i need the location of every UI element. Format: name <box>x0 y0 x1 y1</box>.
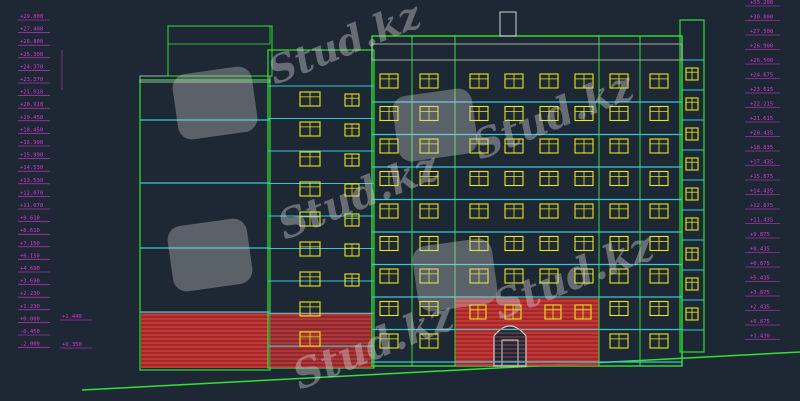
elevation-label: +9.610 <box>20 216 40 222</box>
elevation-label: +24.370 <box>20 64 43 70</box>
windows-group <box>299 67 699 349</box>
elevation-label: +11.070 <box>20 203 43 209</box>
elevation-label: +8.610 <box>20 228 40 234</box>
elevation-label: +23.615 <box>750 87 773 93</box>
main-tower-cornice <box>371 43 683 61</box>
watermark-text: Stud.kz <box>262 0 429 93</box>
left-block-outline <box>139 79 271 371</box>
elevation-label: +3.690 <box>20 279 40 285</box>
elevation-label: +14.530 <box>20 165 43 171</box>
elevation-label: +1.230 <box>20 304 40 310</box>
elevation-label: +26.800 <box>20 39 43 45</box>
elevation-label: +0.350 <box>62 342 82 348</box>
elevation-label: +6.875 <box>750 261 770 267</box>
left-tower-brick <box>270 312 372 368</box>
left-roof-structure <box>167 25 273 77</box>
elevation-label: +13.530 <box>20 178 43 184</box>
elevation-label: +14.435 <box>750 189 773 195</box>
right-block-outline <box>679 19 705 353</box>
left-tower <box>267 49 375 369</box>
elevation-label: +5.435 <box>750 276 770 282</box>
watermark-logo <box>167 66 498 312</box>
elevation-label: +30.800 <box>750 15 773 21</box>
elevation-label: +11.435 <box>750 218 773 224</box>
elevation-label: +21.615 <box>750 116 773 122</box>
elevation-label: +27.500 <box>750 29 773 35</box>
elevation-label: +9.875 <box>750 232 770 238</box>
elevation-label: +1.430 <box>750 334 770 340</box>
left-brick-base <box>141 312 269 368</box>
left-roof-box <box>167 25 271 45</box>
elevation-label: +12.875 <box>750 203 773 209</box>
left-elevation-marks: +29.800 +27.400 +26.800 +25.300 +24.370 +23.3… <box>18 14 92 349</box>
right-section <box>679 19 705 353</box>
elevation-label: +12.070 <box>20 190 43 196</box>
left-section <box>139 25 273 371</box>
ground-line <box>81 351 800 391</box>
elevation-label: +26.500 <box>750 58 773 64</box>
elevation-label: +29.800 <box>20 14 43 20</box>
right-elevation-marks: +33.200 +30.800 +27.500 +26.900 +26.500 +24.6… <box>745 0 780 340</box>
elevation-label: +1.440 <box>62 314 82 320</box>
elevation-label: +27.400 <box>20 27 43 33</box>
elevation-label: +8.435 <box>750 247 770 253</box>
elevation-label: +18.835 <box>750 145 773 151</box>
elevation-label: +20.435 <box>750 131 773 137</box>
elevation-label: +23.370 <box>20 77 43 83</box>
roof-stair-box <box>499 11 517 37</box>
elevation-label: +22.215 <box>750 102 773 108</box>
elevation-label: +26.900 <box>750 44 773 50</box>
elevation-label: +33.200 <box>750 0 773 6</box>
elevation-label: +25.300 <box>20 52 43 58</box>
elevation-label: -0.450 <box>20 329 40 335</box>
entrance-portal[interactable] <box>493 325 527 367</box>
elevation-label: +18.450 <box>20 127 43 133</box>
elevation-label: +0.875 <box>750 319 770 325</box>
elevation-label: +24.675 <box>750 73 773 79</box>
elevation-label: +7.150 <box>20 241 40 247</box>
elevation-label: +6.150 <box>20 253 40 259</box>
elevation-label: +3.875 <box>750 290 770 296</box>
elevation-label: +15.990 <box>20 153 43 159</box>
elevation-label: +15.875 <box>750 174 773 180</box>
elevation-label: +17.435 <box>750 160 773 166</box>
elevation-label: +2.230 <box>20 291 40 297</box>
elevation-label: +4.690 <box>20 266 40 272</box>
elevation-label: +21.910 <box>20 90 43 96</box>
elevation-label: +16.990 <box>20 140 43 146</box>
elevation-label: +19.450 <box>20 115 43 121</box>
elevation-label: -2.000 <box>20 342 40 348</box>
elevation-label: +0.000 <box>20 316 40 322</box>
elevation-label: +20.910 <box>20 102 43 108</box>
elevation-label: +2.435 <box>750 305 770 311</box>
